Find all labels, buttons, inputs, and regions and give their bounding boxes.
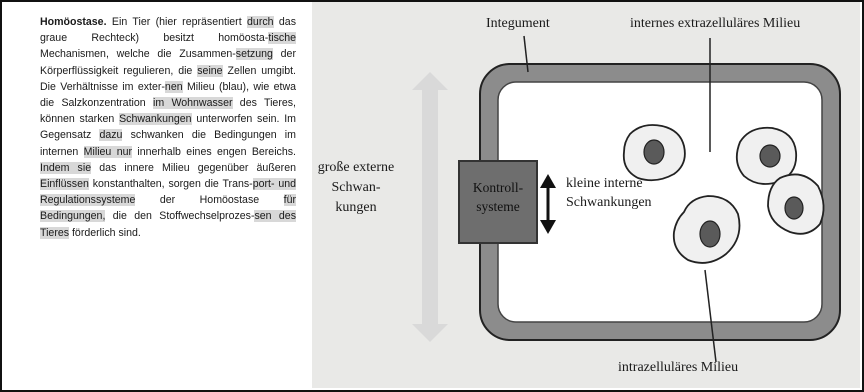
caption-text-segment: das innere Milieu gegenüber äußeren [91,161,296,174]
caption-text-segment: des Tieres, können starken [40,97,296,126]
internal-fluctuation-arrow-down [540,220,556,234]
highlighted-text: Schwankungen [119,113,192,126]
caption-text-segment: Mechanismen, welche die Zusammen- [40,48,236,61]
caption-text-segment: das graue Rechteck) besitzt homöosta- [40,16,296,45]
highlighted-text: Einflüssen [40,178,89,191]
control-systems-box: Kontroll- systeme [458,160,538,244]
caption-text-segment: der Homöostase [135,194,284,207]
caption-body: Ein Tier (hier repräsentiert durch das g… [40,16,296,239]
caption-text-segment: der Körperflüssigkeit regulieren, die [40,48,296,77]
caption-text: Homöostase. Ein Tier (hier repräsentiert… [40,14,296,241]
highlighted-text: dazu [99,129,123,142]
control-systems-label: Kontroll- systeme [472,180,524,214]
caption-text-segment: förderlich sind. [69,226,141,239]
highlighted-text: Indem sie [40,161,92,174]
caption-text-segment: Zellen umgibt. Die Verhältnisse im exter… [40,64,296,93]
caption-text-segment: schwanken die Bedingungen im internen [40,129,296,158]
external-fluctuation-arrow [412,72,448,342]
highlighted-text: durch [247,16,274,28]
intracellular-pointer [704,269,717,363]
integument-pointer [523,35,529,73]
internal-fluctuation-arrow-up [540,174,556,188]
homeostasis-figure: Integument internes extrazelluläres Mili… [312,2,860,388]
integument-label: Integument [486,16,550,31]
caption-heading: Homöostase. [40,16,107,28]
caption-text-segment: innerhalb eines engen Bereichs. [132,145,296,158]
external-fluctuations-label: große externe Schwan- kungen [317,160,395,215]
highlighted-text: Milieu nur [83,145,132,158]
caption-text-segment: konstanthalten, sorgen die Trans- [88,178,253,191]
internal-fluctuations-label: kleine interne Schwankungen [566,176,652,210]
caption-text-segment: die den Stoffwechselprozes- [105,210,255,223]
highlighted-text: seine [197,64,223,77]
figure-drawing [312,2,860,388]
highlighted-text: tische [268,32,296,45]
nucleus-3 [784,196,804,220]
highlighted-text: im Wohnwasser [152,97,233,110]
caption-text-segment: Ein Tier (hier repräsentiert [106,16,248,28]
nucleus-1 [643,139,665,165]
nucleus-4 [699,220,721,248]
intracellular-milieu-label: intrazelluläres Milieu [618,360,739,375]
highlighted-text: setzung [235,48,273,61]
highlighted-text: nen [164,80,183,93]
caption-text-segment: unterworfen sein. Im Gegensatz [40,113,296,142]
extracellular-milieu-label: internes extrazelluläres Milieu [630,16,801,31]
caption-text-segment: Milieu (blau), wie etwa die Salzkonzentr… [40,80,296,110]
nucleus-2 [759,144,781,168]
